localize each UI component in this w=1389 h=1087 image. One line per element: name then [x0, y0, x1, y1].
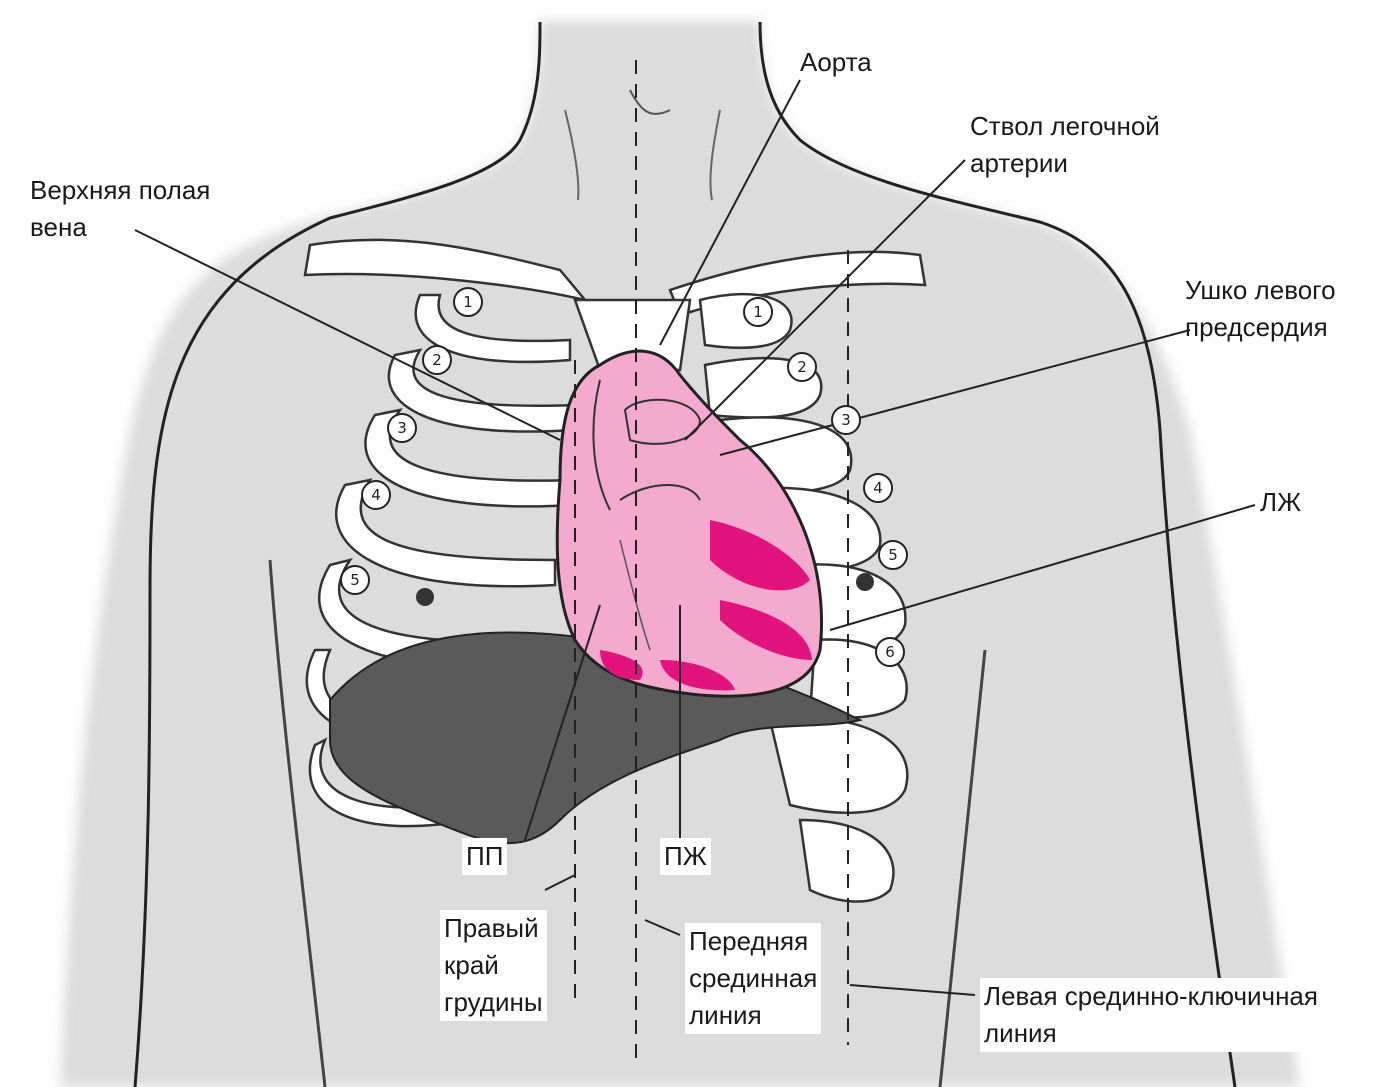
rib-label: 3 [397, 419, 407, 437]
rib-badge-left-5: 5 [878, 540, 908, 570]
rib-label: 4 [873, 479, 883, 497]
rib-label: 2 [432, 351, 442, 369]
label-aorta: Аорта [800, 47, 872, 77]
rib-badge-right-3: 3 [387, 413, 417, 443]
label-left-auricle: Ушко левого предсердия [1185, 275, 1336, 342]
left-nipple [856, 573, 874, 591]
label-pulmonary-trunk: Ствол легочной артерии [970, 111, 1160, 178]
right-nipple [416, 588, 434, 606]
rib-badge-left-2: 2 [787, 352, 817, 382]
rib-badge-left-6: 6 [875, 637, 905, 667]
rib-label: 6 [885, 643, 895, 661]
rib-label: 3 [841, 411, 851, 429]
rib-badge-left-4: 4 [863, 473, 893, 503]
label-right-sternal-border: Правый край грудины [440, 910, 547, 1021]
rib-label: 1 [463, 293, 473, 311]
rib-label: 5 [888, 546, 898, 564]
reference-lines [574, 60, 849, 1060]
rib-badge-left-1: 1 [743, 297, 773, 327]
label-right-ventricle: ПЖ [660, 838, 711, 875]
rib-badge-left-3: 3 [831, 405, 861, 435]
leader-lines [134, 79, 1256, 996]
rib-label: 2 [797, 358, 807, 376]
rib-badge-right-5: 5 [340, 565, 370, 595]
rib-badge-right-4: 4 [361, 480, 391, 510]
rib-badge-right-1: 1 [453, 287, 483, 317]
rib-badge-right-2: 2 [422, 345, 452, 375]
label-left-ventricle: ЛЖ [1260, 487, 1302, 517]
rib-number-badges: 1 2 3 4 5 1 2 3 4 5 6 [340, 287, 908, 667]
label-superior-vena-cava: Верхняя полая вена [30, 175, 211, 242]
rib-label: 4 [371, 486, 381, 504]
label-left-midclavicular-line: Левая срединно-ключичная линия [980, 978, 1322, 1052]
label-anterior-median-line: Передняя срединная линия [685, 923, 822, 1034]
label-right-atrium: ПП [462, 838, 508, 875]
rib-label: 5 [350, 571, 360, 589]
rib-label: 1 [753, 303, 763, 321]
